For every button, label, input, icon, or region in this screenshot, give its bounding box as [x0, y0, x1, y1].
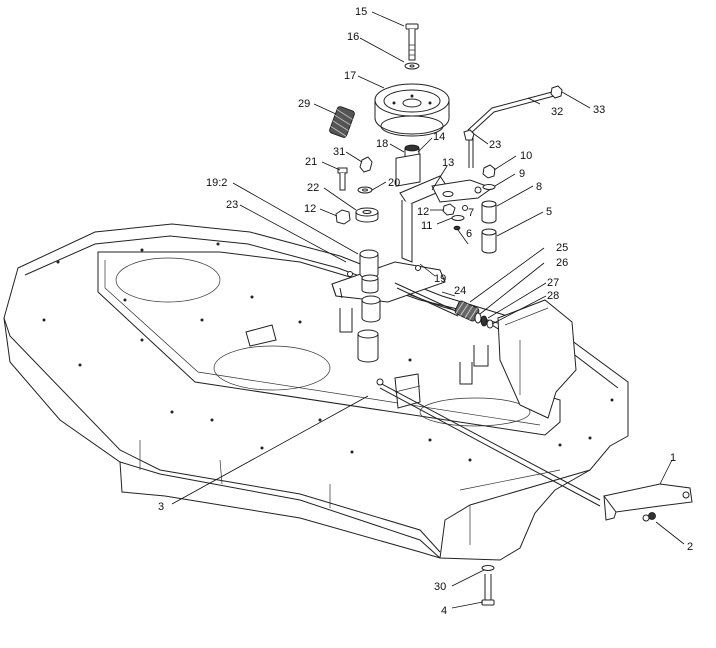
lift-arm-assembly	[603, 483, 693, 522]
nut-23-top	[463, 129, 475, 141]
bottom-bolt	[481, 565, 495, 606]
washer-20	[357, 186, 373, 194]
callout-labels: 15 16 17 29 33 32 23 14 18 13 31 10 21 9…	[158, 6, 693, 617]
callout-6: 6	[466, 228, 472, 240]
callout-1: 1	[670, 452, 676, 464]
callout-3: 3	[158, 501, 164, 513]
callout-12-left: 12	[304, 203, 316, 215]
idler-pulley-17	[374, 83, 450, 137]
callout-23-top: 23	[489, 139, 501, 151]
callout-10: 10	[520, 150, 532, 162]
callout-23-mid: 23	[226, 199, 238, 211]
callout-27: 27	[547, 277, 559, 289]
callout-18: 18	[376, 138, 388, 150]
callout-31: 31	[333, 146, 345, 158]
callout-12-right: 12	[417, 206, 429, 218]
nut-31	[359, 156, 373, 173]
nuts-26-27-28	[474, 312, 494, 329]
callout-19-2: 19:2	[206, 177, 227, 189]
callout-15: 15	[355, 6, 367, 18]
callout-28: 28	[547, 290, 559, 302]
spacer-22	[355, 207, 379, 223]
leader-lines	[171, 11, 685, 609]
callout-9: 9	[519, 168, 525, 180]
linkage-rod	[376, 378, 601, 507]
nut-33	[550, 85, 563, 99]
idler-arm-13	[431, 179, 494, 203]
callout-32: 32	[551, 106, 563, 118]
nut-12	[335, 209, 351, 225]
small-hardware	[442, 203, 468, 231]
callout-20: 20	[388, 177, 400, 189]
callout-17: 17	[344, 70, 356, 82]
callout-13: 13	[442, 157, 454, 169]
callout-33: 33	[593, 104, 605, 116]
bolt-21	[337, 167, 348, 191]
callout-24: 24	[454, 285, 466, 297]
right-stack	[481, 164, 497, 254]
callout-19: 19	[434, 273, 446, 285]
callout-22: 22	[307, 182, 319, 194]
callout-8: 8	[536, 181, 542, 193]
mower-deck	[3, 223, 629, 561]
callout-30: 30	[434, 581, 446, 593]
callout-21: 21	[305, 156, 317, 168]
callout-7: 7	[468, 207, 474, 219]
callout-4: 4	[441, 605, 447, 617]
washer-16	[404, 62, 420, 70]
callout-11: 11	[421, 220, 432, 232]
tension-rod-24	[394, 282, 459, 317]
rod-32	[467, 91, 555, 168]
callout-16: 16	[347, 31, 359, 43]
callout-29: 29	[298, 98, 310, 110]
callout-14: 14	[433, 131, 445, 143]
spring-29	[329, 106, 355, 138]
callout-2: 2	[687, 541, 693, 553]
callout-5: 5	[546, 206, 552, 218]
pivot-bracket-19	[331, 249, 446, 363]
callout-25: 25	[556, 242, 568, 254]
callout-26: 26	[556, 257, 568, 269]
bolt-15	[405, 23, 419, 61]
